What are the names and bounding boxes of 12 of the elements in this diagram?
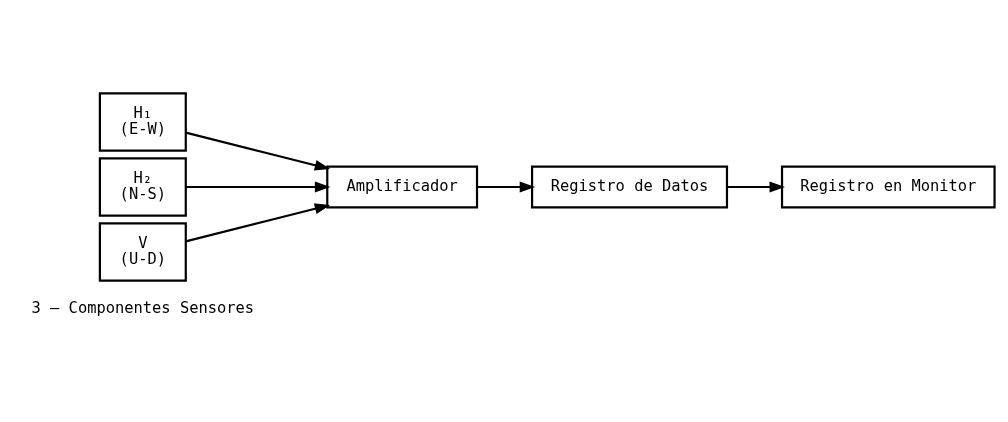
node-box: Registro en Monitor [780, 165, 996, 208]
label: 3 — Componentes Sensores [31, 298, 255, 317]
arrow [477, 181, 536, 192]
node-box: H₂ (N-S) [98, 156, 187, 217]
arrow [185, 131, 331, 171]
arrow [185, 202, 331, 242]
node-box: V (U-D) [98, 221, 187, 282]
arrow [185, 181, 331, 192]
arrow [727, 181, 785, 192]
node-box: H₁ (E-W) [98, 91, 187, 152]
node-box: Registro de Datos [531, 165, 729, 208]
node-box: Amplificador [326, 165, 479, 208]
